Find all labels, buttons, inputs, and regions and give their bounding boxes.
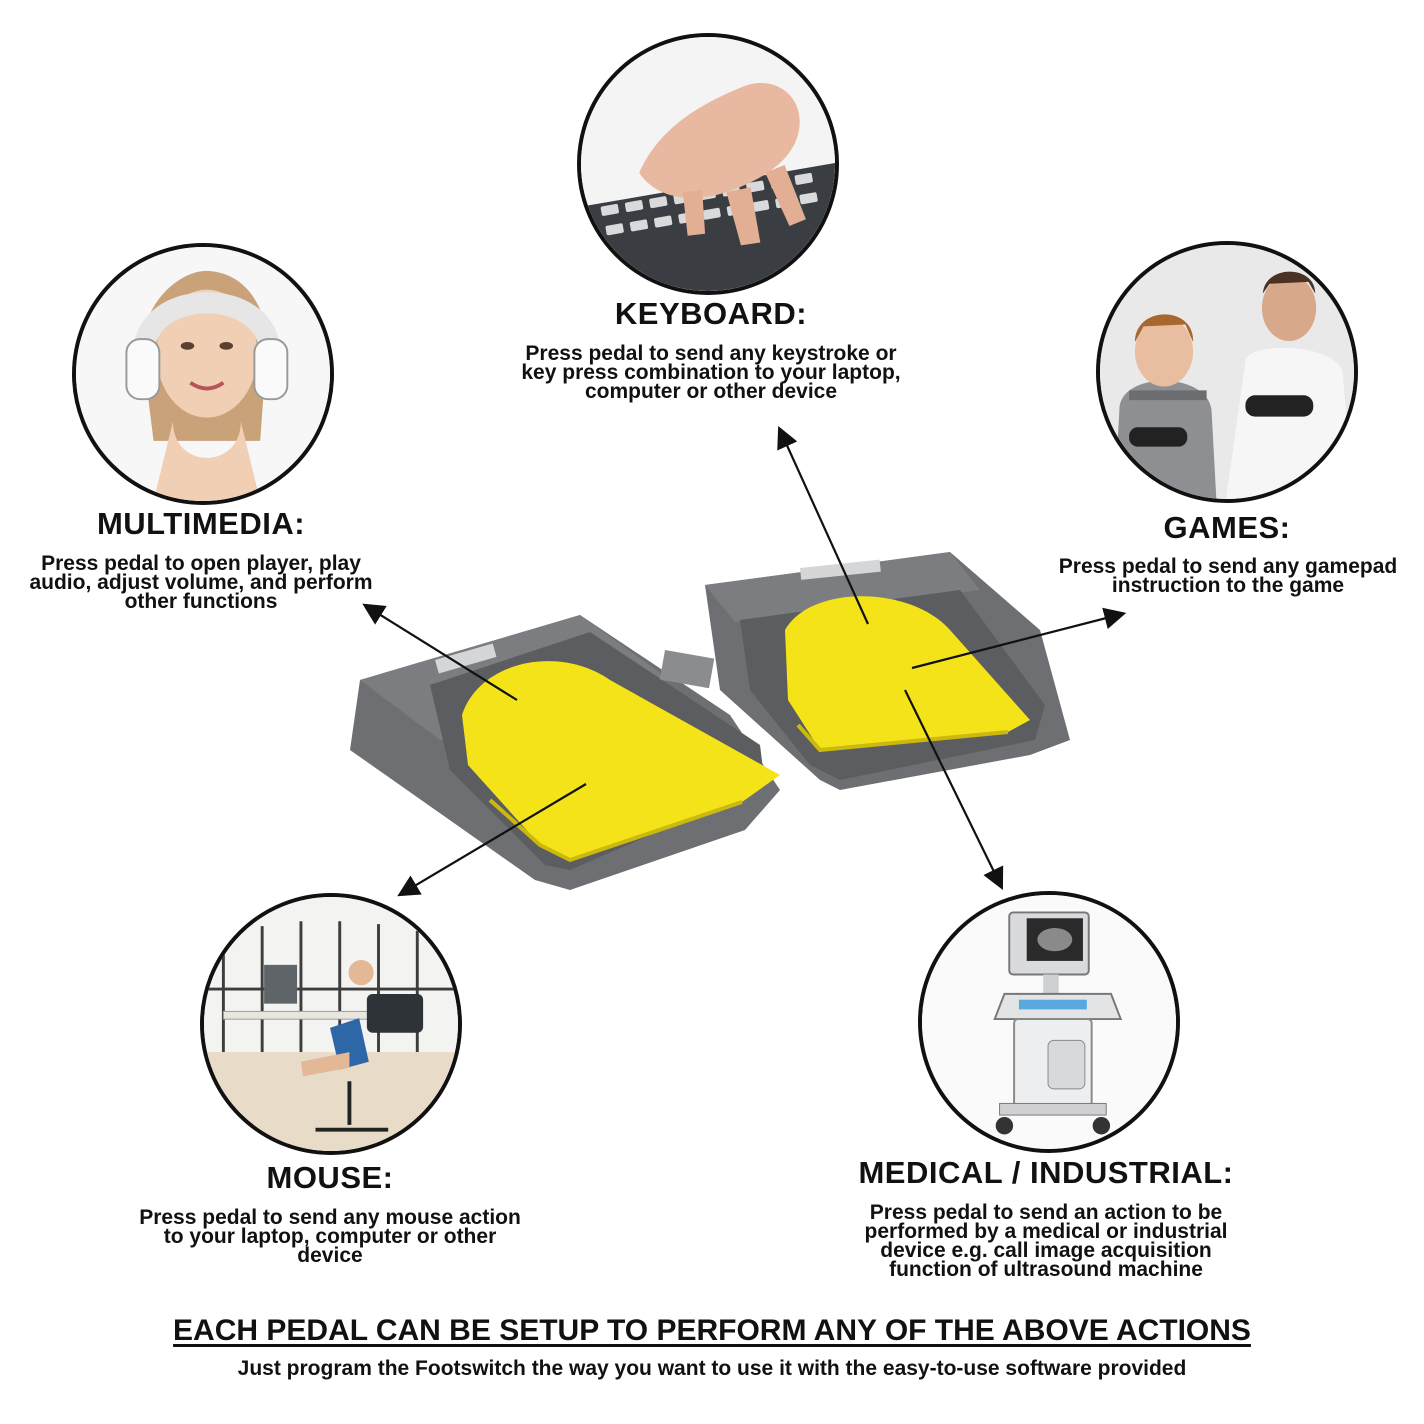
keyboard-photo — [577, 33, 839, 295]
mouse-line-3: device — [297, 1244, 363, 1267]
arrow-to-medical — [904, 689, 1004, 890]
multimedia-line-3: other functions — [124, 590, 278, 613]
keyboard-illustration — [581, 37, 835, 291]
ultrasound-machine-illustration — [922, 895, 1176, 1149]
keyboard-description: Press pedal to send any keystroke or key… — [456, 342, 966, 403]
multimedia-illustration — [76, 247, 330, 501]
keyboard-line-3: computer or other device — [584, 380, 838, 403]
arrow-to-keyboard — [777, 425, 870, 625]
games-line-1: Press pedal to send any gamepad — [1058, 555, 1398, 578]
mouse-photo — [200, 893, 462, 1155]
medical-title: MEDICAL / INDUSTRIAL: — [858, 1155, 1234, 1190]
games-photo — [1096, 241, 1358, 503]
medical-line-4: function of ultrasound machine — [889, 1258, 1203, 1281]
medical-description: Press pedal to send an action to be perf… — [806, 1201, 1286, 1281]
keyboard-title: KEYBOARD: — [614, 296, 808, 331]
medical-photo — [918, 891, 1180, 1153]
foot-pedal-product — [350, 552, 1070, 890]
right-pedal-pad — [785, 596, 1030, 750]
multimedia-line-2: audio, adjust volume, and perform — [29, 571, 373, 594]
footer-title-text: EACH PEDAL CAN BE SETUP TO PERFORM ANY O… — [173, 1314, 1251, 1347]
keyboard-line-2: key press combination to your laptop, — [521, 361, 901, 384]
footer-subtitle: Just program the Footswitch the way you … — [237, 1357, 1187, 1380]
medical-line-3: device e.g. call image acquisition — [880, 1239, 1212, 1262]
mouse-title: MOUSE: — [266, 1160, 394, 1195]
keyboard-line-1: Press pedal to send any keystroke or — [525, 342, 897, 365]
mouse-line-2: to your laptop, computer or other — [163, 1225, 497, 1248]
games-description: Press pedal to send any gamepad instruct… — [1026, 555, 1424, 597]
games-line-2: instruction to the game — [1111, 574, 1345, 597]
medical-line-1: Press pedal to send an action to be — [869, 1201, 1223, 1224]
games-title: GAMES: — [1163, 510, 1291, 545]
medical-line-2: performed by a medical or industrial — [864, 1220, 1228, 1243]
multimedia-title: MULTIMEDIA: — [96, 506, 306, 541]
mouse-description: Press pedal to send any mouse action to … — [100, 1206, 560, 1267]
arrow-to-mouse — [397, 783, 587, 897]
multimedia-description: Press pedal to open player, play audio, … — [0, 552, 402, 613]
multimedia-line-1: Press pedal to open player, play — [41, 552, 361, 575]
arrow-to-multimedia — [362, 603, 518, 701]
mouse-illustration — [204, 897, 458, 1151]
arrow-to-games — [911, 607, 1127, 670]
mouse-line-1: Press pedal to send any mouse action — [139, 1206, 521, 1229]
footer-title: EACH PEDAL CAN BE SETUP TO PERFORM ANY O… — [0, 1314, 1424, 1348]
multimedia-photo — [72, 243, 334, 505]
